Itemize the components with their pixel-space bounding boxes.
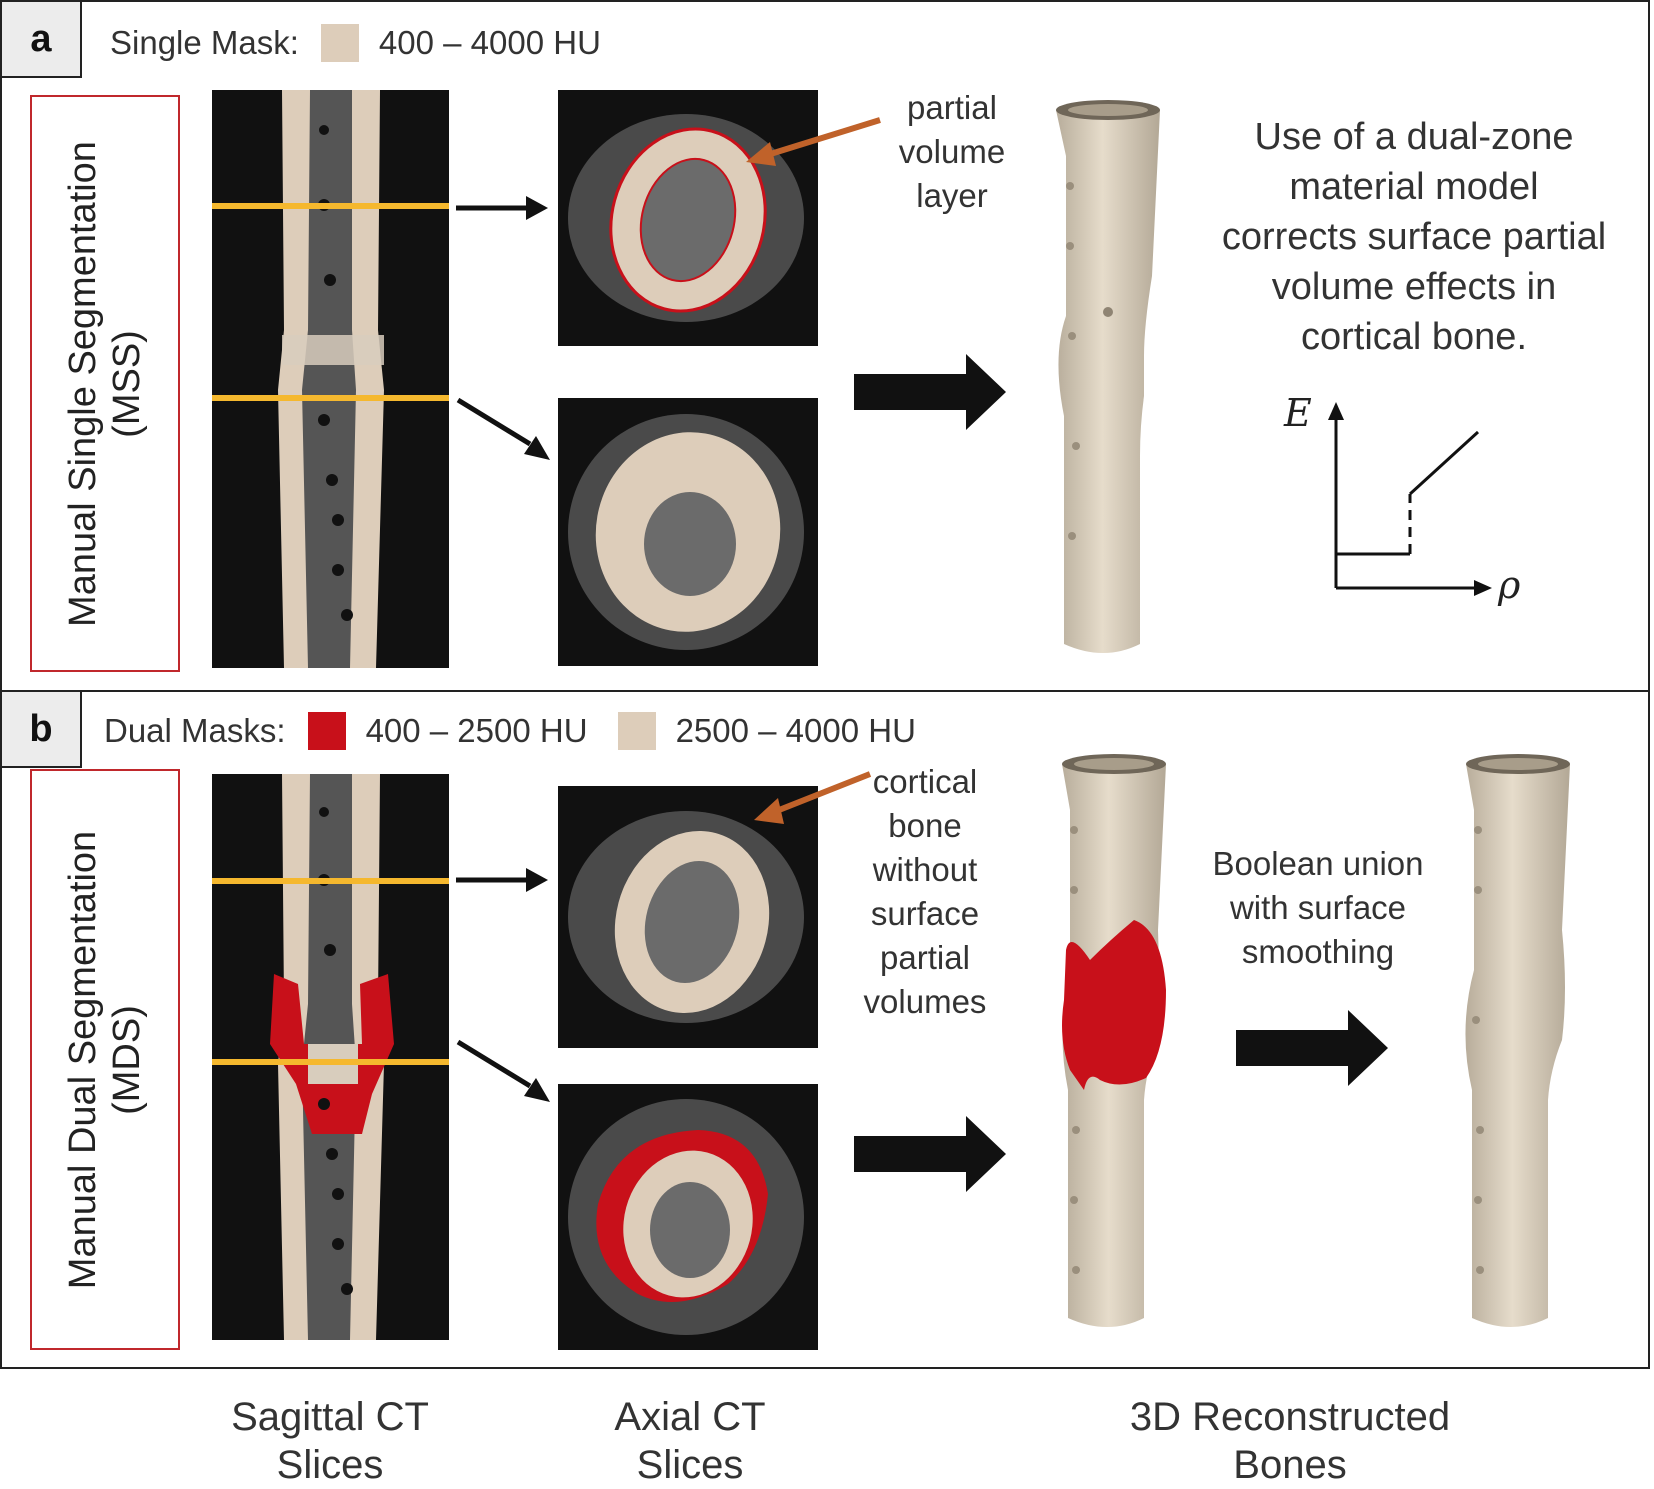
bone-3d-b-dual bbox=[1062, 754, 1166, 1327]
footer-3d-label: 3D Reconstructed Bones bbox=[1080, 1393, 1500, 1489]
description-line: cortical bone. bbox=[1300, 316, 1527, 358]
modulus-density-graph: E ρ bbox=[1283, 392, 1521, 607]
footer-line: Bones bbox=[1233, 1443, 1347, 1487]
note-line: surface bbox=[870, 895, 980, 932]
panel-b-tag: b bbox=[2, 692, 82, 768]
union-line: smoothing bbox=[1241, 933, 1395, 970]
note-line: volumes bbox=[863, 983, 987, 1020]
axial-ct-image-b2 bbox=[558, 1084, 818, 1350]
slice-arrows-a bbox=[456, 196, 550, 460]
footer-line: Sagittal CT bbox=[231, 1395, 429, 1439]
method-abbr-text: (MSS) bbox=[106, 329, 148, 438]
legend-range-2: 2500 – 4000 HU bbox=[675, 712, 916, 749]
partial-volume-note: partial volume layer bbox=[882, 86, 1022, 218]
note-line: bone bbox=[888, 807, 962, 844]
note-line: volume bbox=[898, 133, 1006, 170]
description-line: material model bbox=[1289, 166, 1539, 208]
footer-line: Slices bbox=[276, 1443, 384, 1487]
footer-line: Axial CT bbox=[614, 1395, 766, 1439]
axial-ct-image-a1 bbox=[558, 90, 818, 346]
big-arrow-b2 bbox=[1236, 1010, 1388, 1086]
sagittal-ct-image-a bbox=[212, 90, 449, 668]
legend-swatch-bone bbox=[617, 712, 656, 750]
slice-arrows-b bbox=[456, 868, 550, 1102]
big-arrow-b1 bbox=[854, 1116, 1006, 1192]
dual-zone-description: Use of a dual-zone material model correc… bbox=[1184, 112, 1644, 362]
graph-y-label: E bbox=[1283, 392, 1312, 435]
partial-volume-pointer bbox=[746, 117, 881, 166]
legend-prefix: Single Mask: bbox=[110, 24, 299, 61]
cortical-bone-pointer bbox=[754, 771, 872, 824]
axial-ct-image-b1 bbox=[558, 786, 818, 1048]
legend-range-1: 400 – 2500 HU bbox=[365, 712, 588, 749]
panel-a: a Single Mask: 400 – 4000 HU Manual Sing… bbox=[0, 0, 1650, 693]
description-line: Use of a dual-zone bbox=[1254, 116, 1574, 158]
method-box-mss: Manual Single Segmentation (MSS) bbox=[30, 95, 180, 672]
note-line: layer bbox=[916, 177, 988, 214]
bone-3d-a bbox=[1056, 100, 1160, 653]
sagittal-ct-image-b bbox=[212, 774, 449, 1340]
method-label-text: Manual Single Segmentation bbox=[62, 140, 104, 627]
description-line: corrects surface partial bbox=[1221, 216, 1607, 258]
note-line: without bbox=[872, 851, 978, 888]
legend-swatch-bone bbox=[320, 24, 359, 62]
graph-x-label: ρ bbox=[1497, 563, 1521, 607]
note-line: cortical bbox=[872, 763, 978, 800]
footer-line: 3D Reconstructed bbox=[1129, 1395, 1451, 1439]
footer-line: Slices bbox=[636, 1443, 744, 1487]
description-line: volume effects in bbox=[1271, 266, 1557, 308]
footer-axial-label: Axial CT Slices bbox=[540, 1393, 840, 1489]
method-box-mds: Manual Dual Segmentation (MDS) bbox=[30, 769, 180, 1350]
note-line: partial bbox=[880, 939, 970, 976]
method-label-mds: Manual Dual Segmentation (MDS) bbox=[61, 830, 149, 1288]
bone-3d-b-smoothed bbox=[1465, 754, 1570, 1327]
legend-range: 400 – 4000 HU bbox=[378, 24, 601, 61]
big-arrow-a bbox=[854, 354, 1006, 430]
method-abbr-text: (MDS) bbox=[106, 1004, 148, 1115]
panel-b-legend: Dual Masks: 400 – 2500 HU 2500 – 4000 HU bbox=[104, 712, 916, 750]
legend-prefix: Dual Masks: bbox=[104, 712, 286, 749]
cortical-bone-note: cortical bone without surface partial vo… bbox=[850, 760, 1000, 1024]
union-line: Boolean union bbox=[1212, 845, 1424, 882]
method-label-text: Manual Dual Segmentation bbox=[62, 830, 104, 1289]
panel-a-tag: a bbox=[2, 2, 82, 78]
boolean-union-note: Boolean union with surface smoothing bbox=[1188, 842, 1448, 974]
union-line: with surface bbox=[1229, 889, 1407, 926]
method-label-mss: Manual Single Segmentation (MSS) bbox=[61, 141, 149, 627]
axial-ct-image-a2 bbox=[558, 398, 818, 666]
legend-swatch-red bbox=[307, 712, 346, 750]
panel-a-legend: Single Mask: 400 – 4000 HU bbox=[110, 24, 601, 62]
panel-b: b Dual Masks: 400 – 2500 HU 2500 – 4000 … bbox=[0, 690, 1650, 1369]
footer-sagittal-label: Sagittal CT Slices bbox=[180, 1393, 480, 1489]
note-line: partial bbox=[907, 89, 997, 126]
